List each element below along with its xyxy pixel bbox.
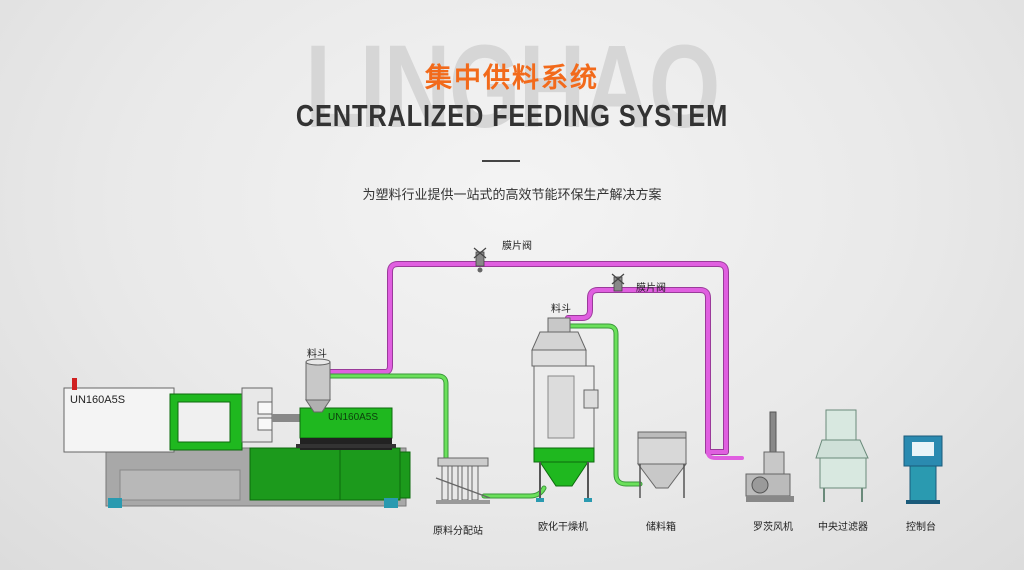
machine-hopper <box>305 358 331 413</box>
label-storage-bin: 储料箱 <box>646 522 676 533</box>
control-console <box>903 435 943 504</box>
machine-model-label-barrel: UN160A5S <box>328 412 378 423</box>
page-subtitle: 为塑料行业提供一站式的高效节能环保生产解决方案 <box>362 188 662 203</box>
label-roots-blower: 罗茨风机 <box>753 522 793 533</box>
material-pipes <box>327 323 643 499</box>
label-membrane-valve-2: 膜片阀 <box>636 283 666 294</box>
membrane-valve-2 <box>611 273 625 292</box>
machine-model-label: UN160A5S <box>70 394 125 406</box>
label-hopper-2: 料斗 <box>551 304 571 315</box>
storage-bin <box>637 431 687 498</box>
european-dryer <box>531 317 599 502</box>
roots-blower <box>745 411 794 502</box>
injection-molding-machine <box>63 378 411 508</box>
label-hopper-1: 料斗 <box>307 349 327 360</box>
central-filter <box>815 409 869 502</box>
page-title-en: CENTRALIZED FEEDING SYSTEM <box>295 98 729 133</box>
distribution-station <box>435 457 491 504</box>
brand-watermark: LINGHAO <box>305 21 720 153</box>
title-divider <box>482 160 520 162</box>
label-dryer: 欧化干燥机 <box>538 522 588 533</box>
page-title-cn: 集中供料系统 <box>425 63 599 94</box>
label-control-console: 控制台 <box>906 522 936 533</box>
label-membrane-valve-1: 膜片阀 <box>502 241 532 252</box>
membrane-valve-1 <box>473 247 487 273</box>
vacuum-pipes <box>315 261 744 460</box>
label-distribution-station: 原料分配站 <box>433 526 483 537</box>
label-central-filter: 中央过滤器 <box>818 522 868 533</box>
